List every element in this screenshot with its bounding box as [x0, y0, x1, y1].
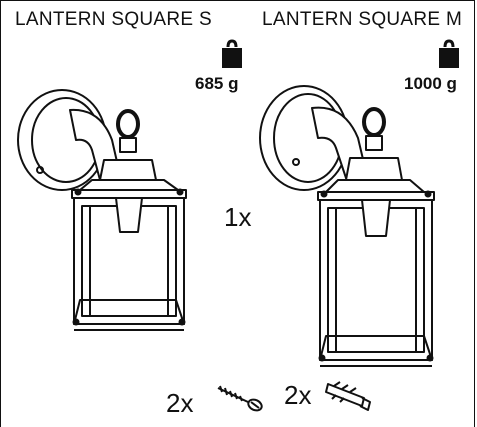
- weight-icon: [222, 39, 242, 68]
- product-title-m: LANTERN SQUARE M: [262, 9, 463, 30]
- dowel-quantity: 2x: [284, 380, 312, 410]
- weight-label-m: 1000 g: [404, 74, 457, 93]
- product-title-s: LANTERN SQUARE S: [15, 9, 212, 30]
- lantern-quantity: 1x: [224, 202, 252, 232]
- weight-icon: [439, 39, 459, 68]
- screw-quantity: 2x: [166, 388, 194, 418]
- weight-label-s: 685 g: [195, 74, 239, 93]
